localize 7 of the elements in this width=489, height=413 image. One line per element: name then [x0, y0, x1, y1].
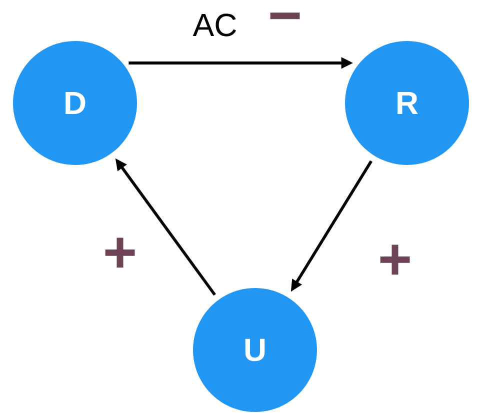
circle-node: D: [13, 41, 137, 165]
edge-label: AC: [191, 12, 239, 38]
sign-label: −: [270, 12, 300, 20]
circle-node: U: [193, 288, 317, 412]
circle-node: R: [345, 41, 469, 165]
sign-label: +: [380, 244, 410, 275]
sign-label: +: [105, 238, 135, 268]
